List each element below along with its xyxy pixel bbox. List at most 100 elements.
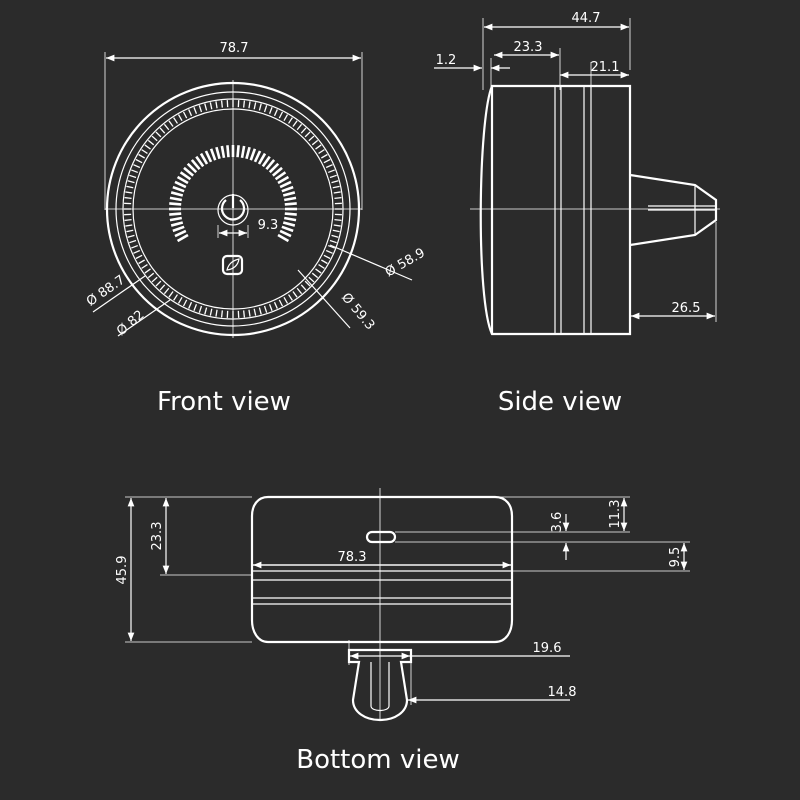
knurl-tick: [204, 103, 208, 111]
bottom-slot-label: 3.6: [550, 512, 565, 533]
bottom-slot-dimension: 3.6: [550, 512, 570, 560]
timer-tick: [172, 185, 185, 193]
knurl-tick: [304, 131, 311, 138]
knurl-tick: [333, 191, 341, 194]
timer-tick: [257, 152, 267, 165]
knurl-tick: [304, 280, 311, 287]
timer-tick: [271, 166, 283, 177]
side-rim-label: 1.2: [436, 53, 457, 68]
timer-tick: [240, 145, 246, 159]
timer-tick: [176, 233, 189, 243]
side-rim-dimension: 1.2: [434, 53, 510, 90]
knurl-tick: [248, 101, 251, 109]
bottom-plug-outline: [347, 648, 413, 722]
side-rear-dimension: 21.1: [560, 60, 629, 79]
knurl-tick: [311, 272, 319, 279]
knurl-tick: [144, 268, 151, 274]
knurl-tick: [318, 149, 325, 154]
knurl-tick: [133, 164, 141, 169]
knurl-tick: [333, 224, 341, 227]
knurl-tick: [127, 180, 135, 184]
knurl-tick: [253, 102, 257, 110]
knurl-tick: [209, 102, 213, 110]
knurl-tick: [173, 117, 178, 124]
side-plug-label: 26.5: [672, 301, 701, 316]
bottom-top-gap-label: 11.3: [608, 500, 623, 529]
knurl-tick: [318, 264, 325, 269]
knurl-tick: [151, 135, 158, 142]
bottom-plug-inner-label: 14.8: [548, 685, 577, 700]
knurl-tick: [325, 164, 333, 169]
knurl-tick: [138, 259, 145, 265]
timer-tick: [172, 225, 185, 233]
bottom-slot-offset-dimension: 9.5: [668, 543, 688, 570]
knurl-tick: [209, 308, 213, 316]
knurl-tick: [127, 234, 135, 238]
timer-tick: [186, 162, 198, 174]
knurl-tick: [147, 139, 155, 146]
leader-d2: [117, 299, 171, 337]
timer-tick: [169, 212, 182, 216]
bottom-view: 45.9 23.3 78.3 11.3 3.6 9.5: [115, 488, 690, 775]
bottom-body-outline: [250, 495, 514, 644]
knurl-tick: [292, 120, 298, 127]
knurl-tick: [315, 144, 322, 150]
knurl-tick: [126, 229, 134, 233]
knurl-tick: [325, 249, 333, 254]
timer-tick: [179, 171, 192, 181]
timer-tick: [281, 185, 294, 193]
timer-tick: [245, 146, 251, 160]
timer-tick: [283, 196, 297, 202]
side-total-dimension: 44.7: [484, 11, 629, 31]
knurl-tick: [151, 276, 158, 283]
knurl-tick: [273, 109, 278, 117]
timer-tick: [220, 145, 226, 159]
knurl-tick: [268, 107, 273, 115]
knurl-tick: [248, 309, 251, 317]
side-view: 44.7 23.3 1.2 21.1: [434, 11, 720, 417]
timer-tick: [268, 162, 280, 174]
knurl-tick: [182, 111, 188, 119]
front-width-label: 78.7: [220, 41, 249, 56]
knurl-tick: [321, 259, 328, 265]
knurl-tick: [163, 123, 170, 131]
bottom-view-caption: Bottom view: [296, 745, 460, 775]
timer-tick: [226, 145, 230, 158]
knurl-tick: [177, 114, 183, 121]
knurl-tick: [177, 297, 183, 304]
timer-tick: [261, 155, 271, 168]
side-total-label: 44.7: [572, 11, 601, 26]
bottom-height-dimension: 45.9: [115, 498, 135, 641]
diameter-59-3-label: Ø 59.3: [338, 290, 377, 333]
timer-tick: [209, 148, 217, 161]
timer-tick: [283, 216, 297, 222]
timer-tick: [284, 202, 297, 206]
timer-tick: [265, 159, 276, 171]
knurl-tick: [300, 127, 307, 134]
knurl-tick: [188, 109, 193, 117]
timer-tick: [169, 196, 183, 202]
knurl-tick: [193, 303, 198, 311]
knurl-tick: [125, 191, 133, 194]
knurl-tick: [334, 219, 342, 222]
knurl-tick: [321, 153, 328, 159]
diameter-58-9-label: Ø 58.9: [383, 246, 428, 281]
knurl-tick: [334, 196, 342, 199]
timer-tick: [204, 150, 213, 163]
knurl-tick: [327, 169, 335, 174]
bottom-width-dimension: 78.3: [252, 550, 511, 569]
knurl-tick: [159, 127, 166, 134]
timer-tick: [279, 229, 292, 238]
knurl-tick: [188, 301, 193, 309]
timer-tick: [190, 159, 201, 171]
knurl-tick: [258, 103, 262, 111]
knurl-tick: [182, 299, 188, 307]
knurl-tick: [220, 310, 223, 318]
knurl-tick: [288, 294, 293, 301]
knurl-tick: [323, 254, 331, 260]
knurl-tick: [168, 291, 174, 298]
knurl-tick: [198, 305, 203, 313]
knurl-tick: [311, 139, 319, 146]
knurl-tick: [283, 297, 289, 304]
knurl-tick: [147, 272, 155, 279]
